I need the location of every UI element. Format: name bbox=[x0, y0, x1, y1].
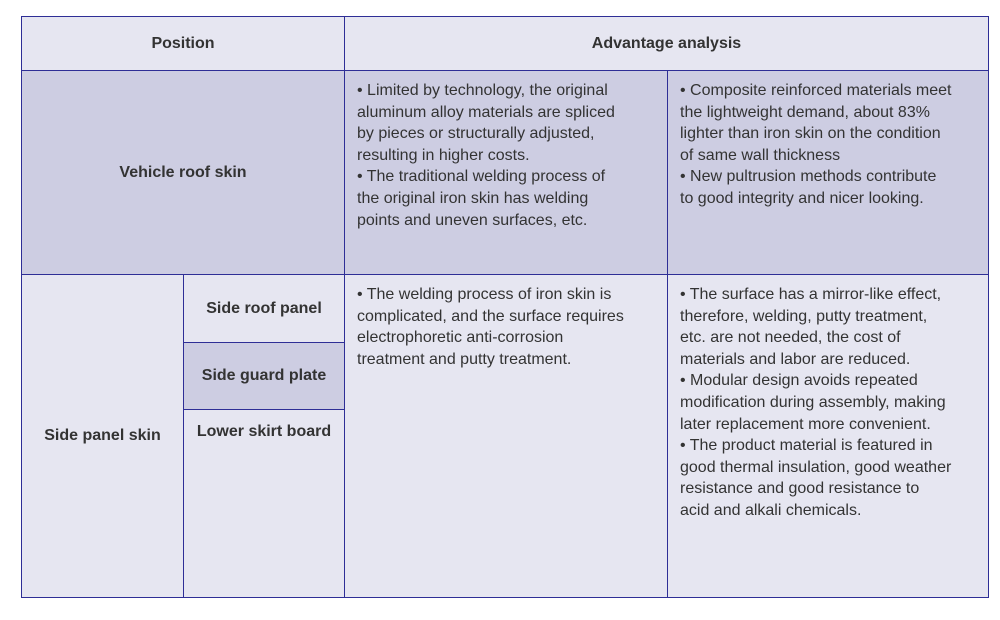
row-label-vehicle-roof-skin: Vehicle roof skin bbox=[22, 71, 345, 275]
text-line: resulting in higher costs. bbox=[357, 146, 530, 164]
side-roof-panel-text: Side roof panel bbox=[206, 299, 322, 317]
text-line: the original iron skin has welding bbox=[357, 189, 589, 207]
roof-skin-limitations: • Limited by technology, the original al… bbox=[345, 71, 668, 275]
side-skin-limitations: • The welding process of iron skin is co… bbox=[345, 275, 668, 597]
comparison-table: Position Advantage analysis Vehicle roof… bbox=[21, 16, 989, 598]
text-line: materials and labor are reduced. bbox=[680, 350, 911, 368]
text-line: good thermal insulation, good weather bbox=[680, 458, 952, 476]
text-line: modification during assembly, making bbox=[680, 393, 946, 411]
text-line: resistance and good resistance to bbox=[680, 480, 920, 498]
text-line: the lightweight demand, about 83% bbox=[680, 103, 930, 121]
text-line: points and uneven surfaces, etc. bbox=[357, 211, 588, 229]
side-skin-advantages: • The surface has a mirror-like effect, … bbox=[668, 275, 988, 597]
row-label-side-panel-skin: Side panel skin bbox=[22, 275, 184, 597]
text-line: therefore, welding, putty treatment, bbox=[680, 307, 928, 325]
sub-label-side-guard-plate: Side guard plate bbox=[184, 343, 345, 410]
text-line: aluminum alloy materials are spliced bbox=[357, 103, 615, 121]
side-panel-skin-text: Side panel skin bbox=[44, 427, 161, 444]
text-line: later replacement more convenient. bbox=[680, 415, 931, 433]
header-position-text: Position bbox=[151, 34, 215, 52]
vehicle-roof-skin-text: Vehicle roof skin bbox=[119, 163, 247, 181]
text-line: • The surface has a mirror-like effect, bbox=[680, 286, 942, 303]
sub-label-lower-skirt-board: Lower skirt board bbox=[184, 410, 345, 597]
header-advantage-text: Advantage analysis bbox=[591, 34, 742, 52]
text-line: to good integrity and nicer looking. bbox=[680, 189, 924, 207]
text-line: • The welding process of iron skin is bbox=[357, 286, 612, 303]
text-line: complicated, and the surface requires bbox=[357, 307, 624, 325]
text-line: • Modular design avoids repeated bbox=[680, 372, 918, 390]
text-line: • The product material is featured in bbox=[680, 437, 933, 455]
header-advantage-analysis: Advantage analysis bbox=[345, 17, 988, 71]
header-position: Position bbox=[22, 17, 345, 71]
text-line: • Limited by technology, the original bbox=[357, 82, 608, 99]
text-line: • The traditional welding process of bbox=[357, 168, 606, 186]
text-line: • New pultrusion methods contribute bbox=[680, 168, 937, 186]
text-line: lighter than iron skin on the condition bbox=[680, 125, 941, 143]
text-line: • Composite reinforced materials meet bbox=[680, 82, 952, 99]
sub-label-side-roof-panel: Side roof panel bbox=[184, 275, 345, 343]
lower-skirt-board-text: Lower skirt board bbox=[196, 423, 332, 440]
text-line: of same wall thickness bbox=[680, 146, 841, 164]
text-line: treatment and putty treatment. bbox=[357, 350, 572, 368]
text-line: by pieces or structurally adjusted, bbox=[357, 125, 595, 143]
roof-skin-advantages: • Composite reinforced materials meet th… bbox=[668, 71, 988, 275]
side-guard-plate-text: Side guard plate bbox=[201, 367, 327, 384]
text-line: acid and alkali chemicals. bbox=[680, 501, 862, 519]
text-line: etc. are not needed, the cost of bbox=[680, 329, 901, 347]
text-line: electrophoretic anti-corrosion bbox=[357, 329, 564, 347]
